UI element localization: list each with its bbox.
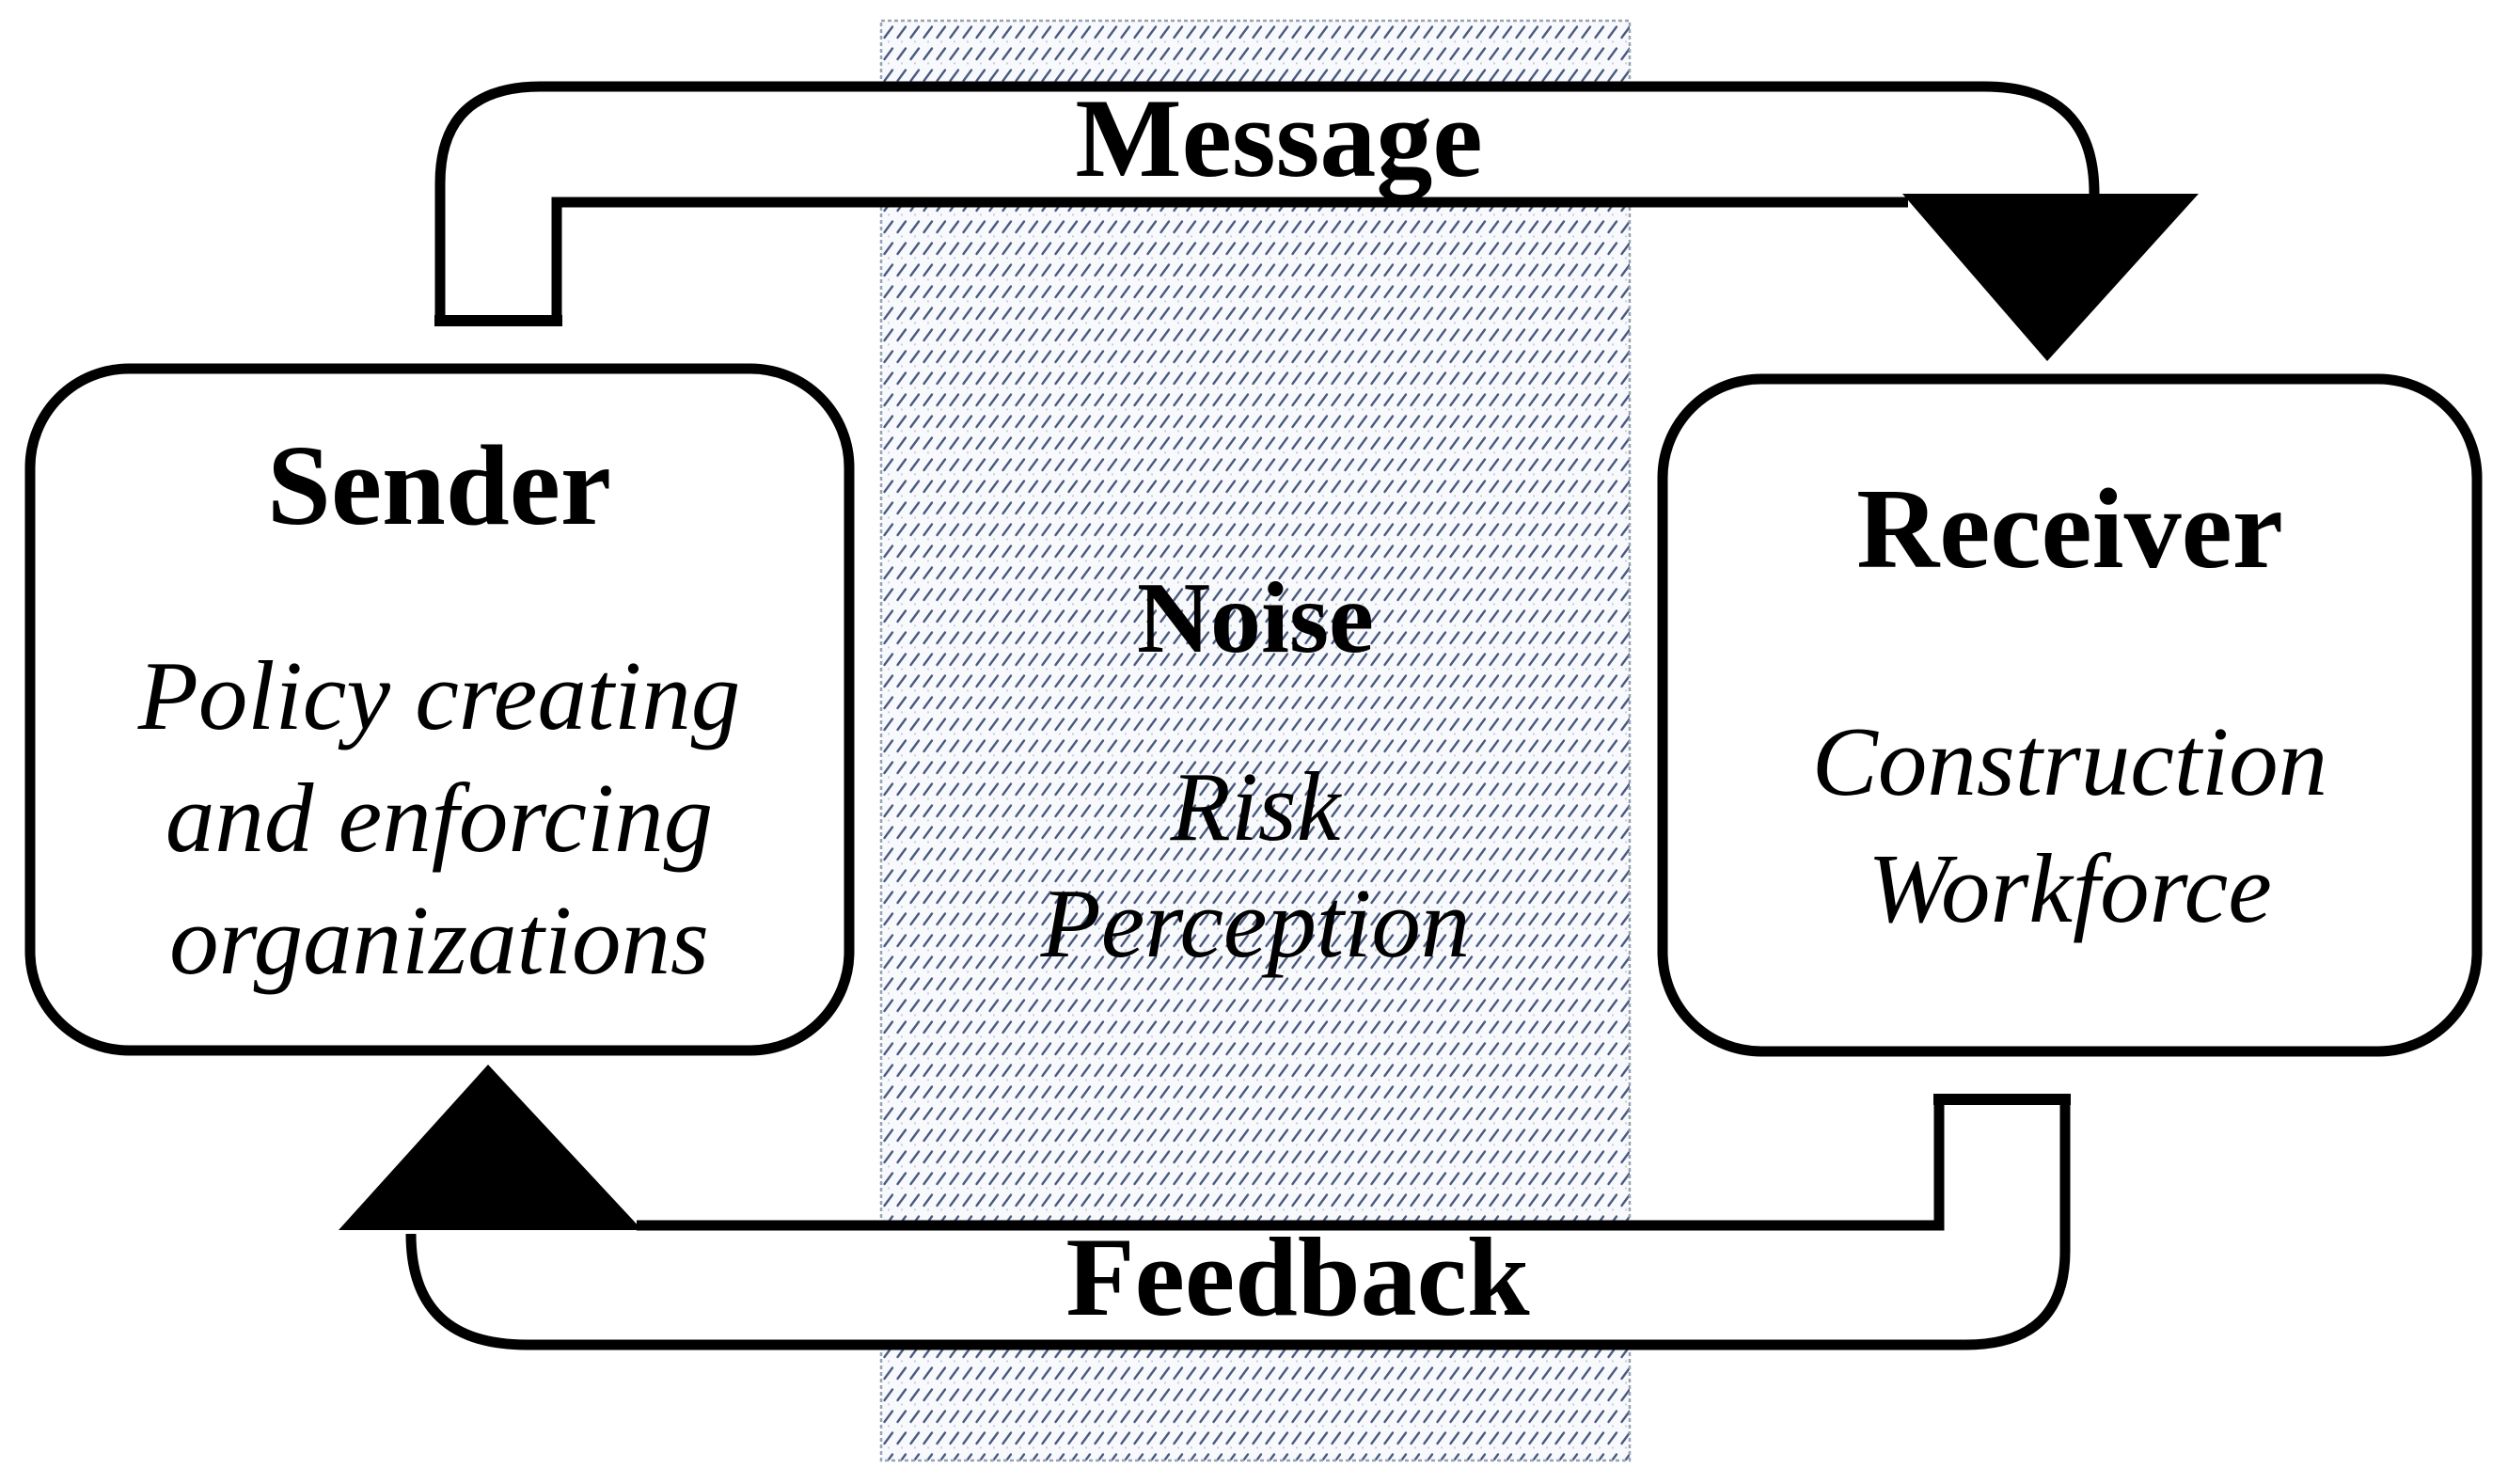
receiver-box: Receiver Construction Workforce	[1657, 373, 2483, 1057]
receiver-title: Receiver	[1856, 466, 2283, 592]
sender-line-3: organizations	[169, 885, 709, 995]
feedback-pipe-inner-line	[637, 1095, 1945, 1231]
receiver-line-2: Workforce	[1868, 833, 2272, 943]
sender-line-2: and enforcing	[166, 763, 713, 873]
sender-box: Sender Policy creating and enforcing org…	[24, 363, 855, 1056]
sender-box-outline	[24, 363, 855, 1056]
message-arrow: Message	[434, 75, 2199, 361]
feedback-arrowhead-icon	[339, 1065, 642, 1230]
noise-labels: Noise Risk Perception	[1040, 562, 1471, 978]
noise-line-perception: Perception	[1040, 868, 1471, 978]
message-pipe-inner-line	[551, 197, 1908, 325]
feedback-pipe-outer-line	[405, 1095, 2071, 1350]
feedback-pipe-fill	[411, 1095, 2065, 1345]
sender-title: Sender	[267, 422, 611, 549]
receiver-box-outline	[1657, 373, 2483, 1057]
sender-line-1: Policy creating	[137, 640, 740, 750]
noise-line-risk: Risk	[1170, 751, 1343, 861]
message-pipe-outer-line	[434, 81, 2100, 325]
message-pipe-fill	[440, 87, 2094, 325]
receiver-line-1: Construction	[1812, 706, 2327, 816]
message-arrowhead-icon	[1902, 194, 2199, 361]
feedback-label: Feedback	[1065, 1214, 1530, 1339]
feedback-arrow: Feedback	[339, 1065, 2071, 1350]
noise-title: Noise	[1137, 562, 1374, 674]
message-label: Message	[1075, 75, 1482, 201]
